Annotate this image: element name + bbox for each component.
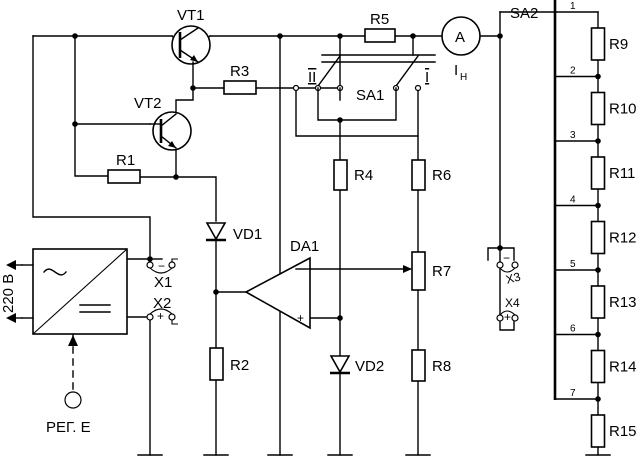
vt1-label: VT1 xyxy=(177,7,205,24)
r8-resistor: R8 xyxy=(411,349,451,382)
sa1-position-i: I xyxy=(425,69,429,86)
ladder-resistor xyxy=(590,27,606,61)
x1-minus: − xyxy=(158,259,165,273)
sa2-tap-number: 7 xyxy=(570,388,576,399)
ammeter: A I Н xyxy=(441,16,481,83)
connector-x1: − X1 xyxy=(146,258,178,291)
da1-opamp: − + DA1 xyxy=(244,238,319,330)
ladder-resistor xyxy=(590,156,606,190)
sa2-tap-number: 5 xyxy=(570,259,576,270)
ammeter-label: A xyxy=(455,29,465,46)
r4-resistor: R4 xyxy=(333,159,373,191)
vt1-transistor: VT1 xyxy=(171,7,211,65)
ladder-junction-dot xyxy=(595,202,601,209)
r8-label: R8 xyxy=(432,358,451,375)
ladder-resistor xyxy=(590,349,606,384)
ladder-resistor-label: R12 xyxy=(609,230,637,247)
x4-plus: + xyxy=(504,310,511,324)
ladder-resistor xyxy=(590,220,606,255)
r2-resistor: R2 xyxy=(209,347,249,381)
ladder-resistor xyxy=(590,414,606,448)
mains-label: 220 В xyxy=(0,274,17,313)
ladder-junction-dot xyxy=(595,138,601,144)
sa2-label: SA2 xyxy=(510,5,538,22)
sa2-tap-number: 1 xyxy=(570,1,576,12)
sa1-label: SA1 xyxy=(356,87,384,104)
ladder-resistor-label: R15 xyxy=(609,423,637,440)
sa2-switch: SA2 xyxy=(510,0,557,400)
opamp-minus-sign: − xyxy=(298,261,307,278)
sa1-position-ii: II xyxy=(308,69,316,86)
r6-resistor: R6 xyxy=(411,159,451,191)
sa2-tap-number: 4 xyxy=(570,195,576,206)
sa2-tap-number: 2 xyxy=(570,66,576,77)
r5-resistor: R5 xyxy=(364,11,396,43)
r7-potentiometer: R7 xyxy=(403,251,451,291)
x2-label: X2 xyxy=(153,295,171,312)
x3-minus: − xyxy=(503,251,510,265)
connector-x2: + X2 xyxy=(146,295,178,325)
r2-label: R2 xyxy=(230,357,249,374)
ladder-resistor-label: R14 xyxy=(609,359,637,376)
ladder-resistor-label: R10 xyxy=(609,101,637,118)
ladder-junction-dot xyxy=(595,396,601,402)
x1-label: X1 xyxy=(154,274,172,291)
ladder-resistor xyxy=(590,91,606,126)
connector-x4: + X4 xyxy=(496,296,520,324)
opamp-plus-sign: + xyxy=(297,311,304,325)
sa1-switch: SA1 II I xyxy=(292,54,436,121)
current-subscript: Н xyxy=(460,72,467,83)
ladder-junction-dot xyxy=(595,331,601,338)
power-supply: 220 В РЕГ. Е xyxy=(0,248,128,436)
r4-label: R4 xyxy=(354,167,373,184)
da1-label: DA1 xyxy=(290,238,319,255)
wires xyxy=(32,11,556,456)
vd1-diode: VD1 xyxy=(205,222,262,243)
vd2-label: VD2 xyxy=(355,358,384,375)
vt2-transistor: VT2 xyxy=(134,95,192,151)
reg-e-label: РЕГ. Е xyxy=(46,419,91,436)
connector-x3: − X3 xyxy=(496,251,522,287)
ladder-resistor-label: R11 xyxy=(609,165,635,182)
r3-label: R3 xyxy=(230,63,249,80)
ladder-resistor-label: R13 xyxy=(609,294,637,311)
r3-resistor: R3 xyxy=(223,63,257,95)
x4-label: X4 xyxy=(505,296,520,310)
x3-label: X3 xyxy=(504,269,522,286)
sa2-tap-number: 6 xyxy=(570,324,576,335)
current-label: I xyxy=(454,62,458,79)
r1-resistor: R1 xyxy=(107,152,141,184)
ladder-junction-dot xyxy=(595,267,601,273)
ladder-resistor xyxy=(590,285,606,319)
vd1-label: VD1 xyxy=(233,226,262,243)
vt2-label: VT2 xyxy=(134,95,162,112)
ladder-junction-dot xyxy=(595,73,601,80)
vd2-diode: VD2 xyxy=(329,355,384,375)
sa2-tap-number: 3 xyxy=(570,130,576,141)
r5-label: R5 xyxy=(370,11,389,28)
r1-label: R1 xyxy=(116,152,135,169)
x2-plus: + xyxy=(157,309,164,323)
r7-label: R7 xyxy=(432,263,451,280)
r6-label: R6 xyxy=(432,167,451,184)
ladder-resistor-label: R9 xyxy=(609,36,628,53)
